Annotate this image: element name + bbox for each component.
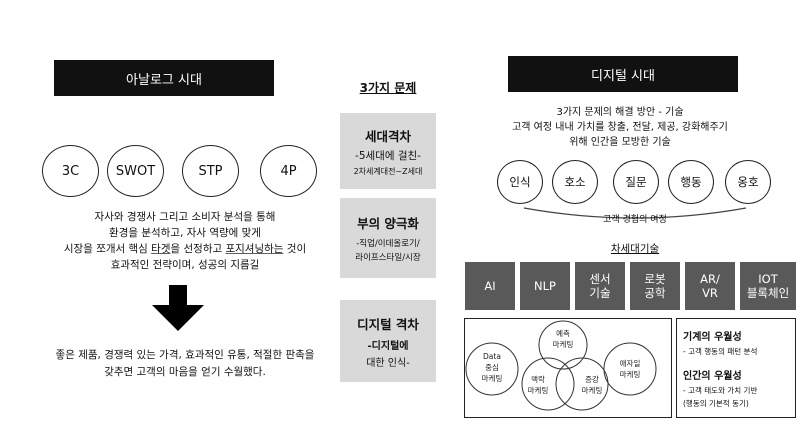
venn-augment-label-1: 증강 — [585, 374, 599, 384]
venn-data-circle — [465, 342, 519, 396]
journey-ask: 질문 — [613, 160, 659, 204]
marketing-venn-box — [464, 318, 672, 418]
down-arrow-icon — [152, 285, 204, 331]
journey-act: 행동 — [668, 160, 714, 204]
human-superiority-title: 인간의 우월성 — [683, 371, 742, 382]
venn-context-circle — [521, 357, 575, 411]
venn-agile-circle — [603, 342, 657, 396]
journey-appeal: 호소 — [552, 160, 598, 204]
tech-ai: AI — [465, 262, 515, 310]
journey-arc — [523, 207, 747, 219]
marketing-venn-diagram: Data 중심 마케팅 예측 마케팅 맥락 마케팅 증강 마케팅 애자일 마케팅 — [465, 320, 657, 411]
circle-stp: STP — [182, 145, 239, 197]
venn-augment-label-2: 마케팅 — [582, 385, 603, 395]
venn-data-label-2: 중심 — [485, 362, 499, 372]
circle-swot: SWOT — [107, 145, 164, 197]
problem-digital-divide: 디지털 격차 -디지털에 대한 인식- — [340, 300, 436, 382]
circle-3c: 3C — [42, 145, 99, 197]
digital-era-header: 디지털 시대 — [508, 56, 738, 92]
superiority-box: 기계의 우월성 - 고객 행동의 패턴 분석 인간의 우월성 - 고객 태도와 … — [676, 318, 796, 418]
problem-wealth-gap: 부의 양극화 -직업/이데올로기/ 라이프스타일/시장 — [340, 198, 436, 278]
machine-superiority-desc: - 고객 행동의 패턴 분석 — [683, 347, 758, 356]
journey-label: 고객 경험의 여정 — [603, 215, 667, 225]
circle-4p: 4P — [260, 145, 317, 197]
venn-context-label-1: 맥락 — [531, 374, 545, 384]
venn-agile-label-2: 마케팅 — [620, 369, 641, 379]
journey-advocate: 옹호 — [725, 160, 771, 204]
tech-nlp: NLP — [520, 262, 570, 310]
tech-ar-vr: AR/VR — [685, 262, 735, 310]
venn-data-label-3: 마케팅 — [482, 373, 503, 383]
venn-context-label-2: 마케팅 — [528, 385, 549, 395]
venn-predict-label-1: 예측 — [556, 328, 570, 338]
venn-predict-circle — [538, 320, 588, 370]
journey-awareness: 인식 — [497, 160, 543, 204]
venn-agile-label-1: 애자일 — [620, 359, 641, 368]
analog-era-title: 아날로그 시대 — [126, 72, 202, 88]
venn-augment-circle — [555, 357, 609, 411]
problem-generation-gap: 세대격차 -5세대에 걸친- 2차세계대전~Z세대 — [340, 113, 436, 189]
three-problems-title: 3가지 문제 — [359, 81, 417, 95]
machine-superiority-title: 기계의 우월성 — [683, 332, 742, 343]
digital-era-title: 디지털 시대 — [591, 68, 655, 84]
venn-data-label-1: Data — [483, 352, 501, 361]
digital-description: 3가지 문제의 해결 방안 - 기술 고객 여정 내내 가치를 창출, 전달, … — [512, 107, 728, 148]
analog-conclusion: 좋은 제품, 경쟁력 있는 가격, 효과적인 유통, 적절한 판촉을 갖추면 고… — [55, 349, 315, 378]
analog-description: 자사와 경쟁사 그리고 소비자 분석을 통해 환경을 분석하고, 자사 역량에 … — [63, 211, 307, 271]
next-gen-tech-title: 차세대기술 — [610, 243, 660, 255]
analog-era-header: 아날로그 시대 — [54, 60, 274, 96]
human-superiority-desc-1: - 고객 태도와 가치 기반 — [683, 386, 758, 395]
venn-predict-label-2: 마케팅 — [553, 339, 574, 349]
human-superiority-desc-2: (행동의 기본적 동기) — [683, 399, 749, 408]
